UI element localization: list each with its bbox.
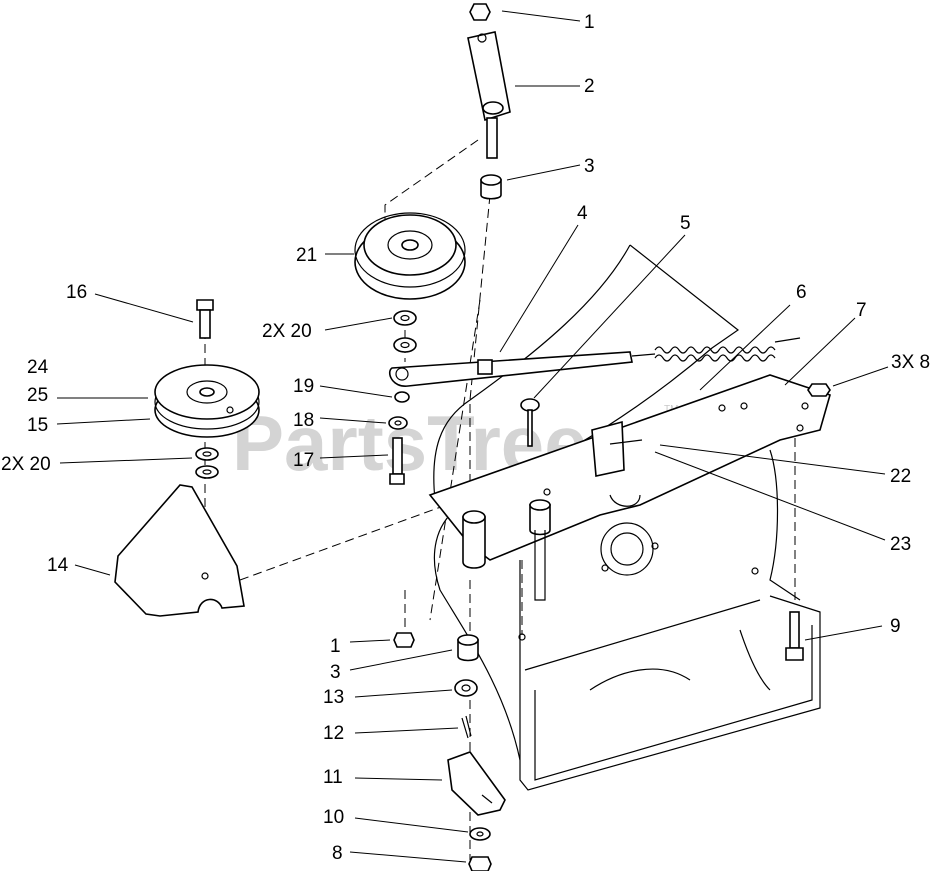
washers-20-left <box>195 447 219 479</box>
washers-20-center <box>393 310 417 353</box>
bushing-3-lower <box>457 634 479 662</box>
callout-7: 7 <box>856 300 867 321</box>
bolt-9 <box>785 611 804 661</box>
callout-9: 9 <box>890 616 901 637</box>
nut-1-top <box>469 3 491 21</box>
callout-1-top: 1 <box>584 12 595 33</box>
bracket-11 <box>447 751 506 816</box>
spring-6 <box>631 337 801 362</box>
callout-3-top: 3 <box>584 156 595 177</box>
callout-14: 14 <box>47 555 69 576</box>
callout-8: 8 <box>332 843 343 864</box>
leader-lines <box>56 10 889 863</box>
deck-frame <box>428 244 831 791</box>
callout-22: 22 <box>890 466 911 487</box>
cotter-pin-12 <box>461 715 472 739</box>
plate-14 <box>114 484 245 617</box>
callout-10: 10 <box>323 807 344 828</box>
callout-1-lower: 1 <box>330 636 341 657</box>
bolt-16 <box>196 299 214 339</box>
callout-5: 5 <box>680 213 691 234</box>
callout-19: 19 <box>293 376 314 397</box>
callout-24: 24 <box>27 357 49 378</box>
callout-12: 12 <box>323 723 344 744</box>
callout-25: 25 <box>27 385 48 406</box>
washer-18 <box>388 416 408 430</box>
nut-8-deck <box>807 383 831 397</box>
idler-pulley-21 <box>354 212 466 300</box>
callout-16: 16 <box>66 282 87 303</box>
callout-2x20-center: 2X 20 <box>262 321 312 342</box>
callout-15: 15 <box>27 415 48 436</box>
callout-13: 13 <box>323 687 344 708</box>
bushing-3-top <box>480 174 502 200</box>
callout-3-lower: 3 <box>330 662 341 683</box>
callout-4: 4 <box>577 203 588 224</box>
callout-2x20-left: 2X 20 <box>1 454 51 475</box>
nut-1-lower <box>393 632 415 648</box>
pulley-15 <box>154 364 260 438</box>
spacer-19 <box>394 391 410 403</box>
washer-10 <box>469 827 491 841</box>
callout-2: 2 <box>584 76 595 97</box>
pin-5 <box>520 398 540 447</box>
washer-13 <box>454 679 478 697</box>
callout-labels: 1 2 3 4 5 6 7 3X 8 21 16 2X 20 24 25 15 … <box>1 12 930 864</box>
callout-3x8: 3X 8 <box>891 352 930 373</box>
idler-arm <box>467 31 511 159</box>
callout-18: 18 <box>293 410 314 431</box>
callout-17: 17 <box>293 450 314 471</box>
callout-21: 21 <box>296 245 317 266</box>
callout-11: 11 <box>323 767 343 788</box>
callout-6: 6 <box>796 282 807 303</box>
idler-arm-4 <box>388 351 633 387</box>
callout-23: 23 <box>890 534 911 555</box>
nut-8 <box>468 856 492 871</box>
bolt-17 <box>389 437 405 485</box>
